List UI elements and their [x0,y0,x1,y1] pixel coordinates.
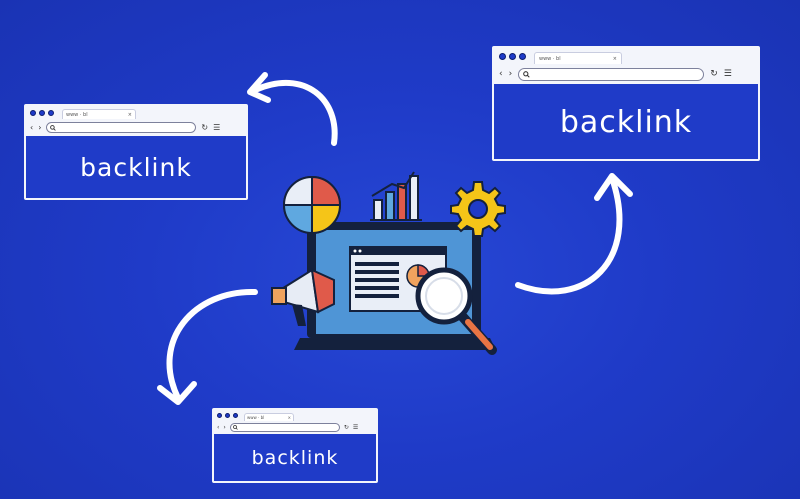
chevron-right-icon[interactable]: › [223,424,226,431]
browser-chrome: www · bl × ‹ › ↻ ☰ [494,48,758,84]
bar-chart-icon [370,171,422,221]
window-dot-icon[interactable] [30,109,36,116]
nav-row: ‹ › ↻ ☰ [26,119,246,136]
window-controls [499,48,526,64]
page-content: backlink [80,152,192,182]
tab-title: www · bl [247,415,265,420]
chevron-left-icon[interactable]: ‹ [217,424,220,431]
address-bar[interactable] [46,122,197,133]
browser-window-bottom: www · bl × ‹ › ↻ ☰ backlink [212,408,378,483]
page-content: backlink [559,105,693,140]
browser-window-right: www · bl × ‹ › ↻ ☰ backlink [492,46,760,161]
menu-icon[interactable]: ☰ [352,424,359,431]
magnifying-glass-icon [415,267,497,355]
search-icon [50,124,57,131]
window-dot-icon[interactable] [225,413,230,418]
window-dot-icon[interactable] [499,52,506,60]
chevron-left-icon[interactable]: ‹ [499,69,503,79]
search-icon [232,425,238,430]
window-controls [217,410,238,421]
browser-tab[interactable]: www · bl × [534,52,622,64]
nav-row: ‹ › ↻ ☰ [494,64,758,84]
curved-arrow-top-left [247,72,338,146]
pie-chart-icon [282,175,342,235]
page-content: backlink [251,446,339,469]
browser-tab[interactable]: www · bl × [244,413,294,421]
window-dot-icon[interactable] [48,109,54,116]
window-dot-icon[interactable] [233,413,238,418]
window-dot-icon[interactable] [519,52,526,60]
address-bar[interactable] [229,423,340,432]
close-icon[interactable]: × [127,111,132,118]
tab-title: www · bl [539,55,561,62]
tab-title: www · bl [66,111,88,118]
refresh-icon[interactable]: ↻ [343,424,349,431]
close-icon[interactable]: × [287,415,291,420]
tab-row: www · bl × [494,48,758,64]
nav-row: ‹ › ↻ ☰ [214,421,376,434]
chevron-left-icon[interactable]: ‹ [30,123,34,132]
window-controls [30,106,54,119]
chevron-right-icon[interactable]: › [508,69,513,79]
menu-icon[interactable]: ☰ [723,69,732,79]
tab-row: www · bl × [214,410,376,421]
browser-chrome: www · bl × ‹ › ↻ ☰ [26,106,246,136]
browser-window-left: www · bl × ‹ › ↻ ☰ backlink [24,104,248,200]
refresh-icon[interactable]: ↻ [201,123,209,132]
search-icon [523,70,530,78]
browser-tab[interactable]: www · bl × [62,109,136,119]
gear-icon [450,181,506,237]
window-dot-icon[interactable] [39,109,45,116]
tab-row: www · bl × [26,106,246,119]
chevron-right-icon[interactable]: › [38,123,42,132]
refresh-icon[interactable]: ↻ [710,69,718,79]
menu-icon[interactable]: ☰ [213,123,221,132]
browser-chrome: www · bl × ‹ › ↻ ☰ [214,410,376,434]
curved-arrow-right [515,173,633,295]
window-dot-icon[interactable] [509,52,516,60]
window-dot-icon[interactable] [217,413,222,418]
address-bar[interactable] [518,67,705,81]
close-icon[interactable]: × [612,55,617,62]
megaphone-icon [271,268,335,326]
curved-arrow-bottom-left [157,288,258,405]
